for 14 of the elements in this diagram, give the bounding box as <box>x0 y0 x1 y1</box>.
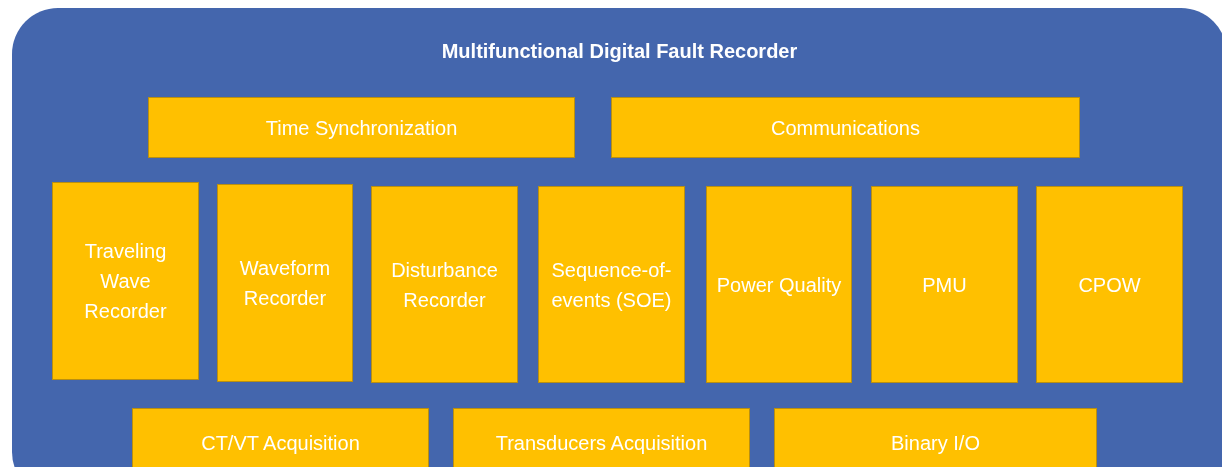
panel-title: Multifunctional Digital Fault Recorder <box>440 40 799 63</box>
recorder-panel <box>12 8 1222 467</box>
module-box: PMU <box>871 186 1018 383</box>
module-box: Power Quality <box>706 186 852 383</box>
module-box: Traveling Wave Recorder <box>52 182 199 380</box>
module-box: Binary I/O <box>774 408 1097 467</box>
module-box: Communications <box>611 97 1080 158</box>
module-box: CPOW <box>1036 186 1183 383</box>
module-box: Time Synchronization <box>148 97 575 158</box>
module-box: Waveform Recorder <box>217 184 353 382</box>
module-box: CT/VT Acquisition <box>132 408 429 467</box>
module-box: Sequence-of-events (SOE) <box>538 186 685 383</box>
module-box: Transducers Acquisition <box>453 408 750 467</box>
module-box: Disturbance Recorder <box>371 186 518 383</box>
